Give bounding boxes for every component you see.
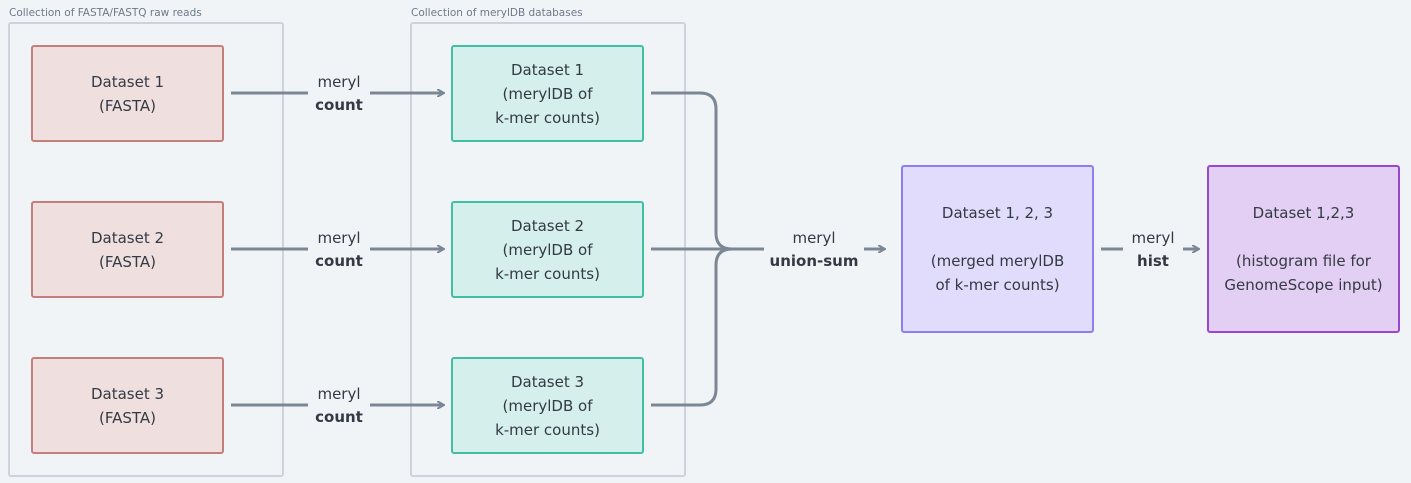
raw-dataset-3-subtitle: (FASTA)	[99, 408, 156, 427]
raw-dataset-2-title: Dataset 2	[90, 228, 165, 247]
merged-dataset: Dataset 1, 2, 3 (merged merylDB of k-mer…	[901, 165, 1094, 333]
raw-dataset-2-subtitle: (FASTA)	[99, 252, 156, 271]
hist-edge-tool: meryl	[1131, 229, 1175, 247]
count-edge-2-tool: meryl	[317, 229, 361, 247]
histogram-dataset-line2: (histogram file for	[1236, 252, 1371, 270]
count-edge-label-3: meryl count	[308, 383, 370, 429]
db-dataset-3-title: Dataset 3	[510, 372, 585, 391]
merged-dataset-title: Dataset 1, 2, 3	[941, 204, 1054, 222]
count-edge-1-tool: meryl	[317, 73, 361, 91]
histogram-dataset-title: Dataset 1,2,3	[1252, 204, 1355, 222]
raw-dataset-1-title: Dataset 1	[90, 72, 165, 91]
histogram-dataset: Dataset 1,2,3 (histogram file for Genome…	[1207, 165, 1400, 333]
merged-dataset-line2: (merged merylDB	[930, 252, 1065, 270]
raw-dataset-1-subtitle: (FASTA)	[99, 96, 156, 115]
db-dataset-2: Dataset 2 (merylDB of k-mer counts)	[451, 201, 644, 298]
db-dataset-2-title: Dataset 2	[510, 216, 585, 235]
union-edge-tool: meryl	[792, 229, 836, 247]
raw-dataset-3: Dataset 3 (FASTA)	[31, 357, 224, 454]
raw-dataset-3-title: Dataset 3	[90, 384, 165, 403]
count-edge-1-command: count	[315, 96, 363, 114]
raw-reads-group-label: Collection of FASTA/FASTQ raw reads	[9, 7, 202, 19]
union-edge-command: union-sum	[769, 252, 859, 270]
db-dataset-1-line3: k-mer counts)	[495, 108, 600, 127]
meryldb-group-label: Collection of merylDB databases	[411, 7, 583, 19]
union-edge-label: meryl union-sum	[764, 227, 864, 273]
count-edge-3-tool: meryl	[317, 385, 361, 403]
histogram-dataset-line3: GenomeScope input)	[1224, 276, 1383, 294]
db-dataset-1: Dataset 1 (merylDB of k-mer counts)	[451, 45, 644, 142]
db-dataset-2-line3: k-mer counts)	[495, 264, 600, 283]
db-dataset-3-line3: k-mer counts)	[495, 420, 600, 439]
db-dataset-3: Dataset 3 (merylDB of k-mer counts)	[451, 357, 644, 454]
count-edge-3-command: count	[315, 408, 363, 426]
hist-edge-command: hist	[1137, 252, 1169, 270]
edge-db3-merge	[651, 247, 766, 407]
edge-db1-merge	[651, 91, 766, 251]
merged-dataset-line3: of k-mer counts)	[935, 276, 1060, 294]
count-edge-label-2: meryl count	[308, 227, 370, 273]
db-dataset-3-line2: (merylDB of	[502, 396, 593, 415]
db-dataset-2-line2: (merylDB of	[502, 240, 593, 259]
db-dataset-1-title: Dataset 1	[510, 60, 585, 79]
db-dataset-1-line2: (merylDB of	[502, 84, 593, 103]
count-edge-2-command: count	[315, 252, 363, 270]
raw-dataset-1: Dataset 1 (FASTA)	[31, 45, 224, 142]
hist-edge-label: meryl hist	[1123, 227, 1183, 273]
count-edge-label-1: meryl count	[308, 71, 370, 117]
raw-dataset-2: Dataset 2 (FASTA)	[31, 201, 224, 298]
